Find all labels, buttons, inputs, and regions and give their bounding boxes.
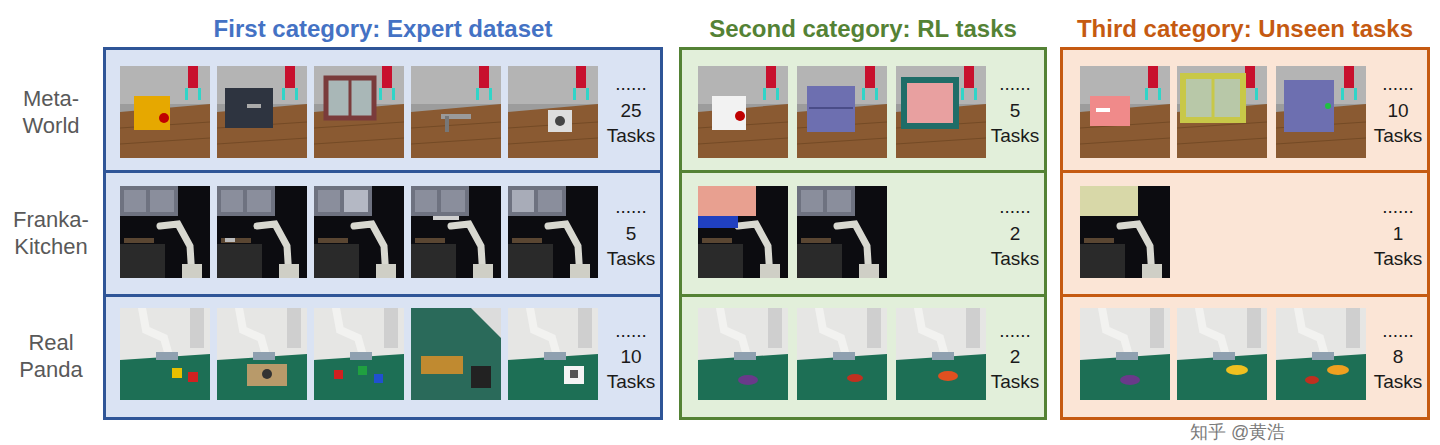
panel-title-holder: Third category: Unseen tasks: [1060, 14, 1430, 44]
task-count-column: ......25 Tasks: [604, 50, 658, 170]
category-title: Second category: RL tasks: [709, 15, 1017, 43]
task-thumbnail: [797, 186, 887, 278]
ellipsis-text: ......: [604, 72, 658, 97]
task-thumbnail: [120, 308, 210, 400]
ellipsis-text: ......: [1371, 195, 1425, 220]
task-row-cell: ......10 Tasks: [1060, 47, 1430, 173]
panel-ground: [103, 47, 663, 420]
task-count: 10 Tasks: [1371, 99, 1425, 148]
task-count-column: ......5 Tasks: [604, 173, 658, 293]
task-count-column: ......5 Tasks: [988, 50, 1042, 170]
task-count: 2 Tasks: [988, 345, 1042, 394]
task-row-cell: ......2 Tasks: [679, 294, 1047, 420]
task-row-cell: ......25 Tasks: [103, 47, 663, 173]
row-label: Real Panda: [2, 329, 100, 384]
task-thumbnail: [508, 186, 598, 278]
task-thumbnail: [314, 308, 404, 400]
task-row-cell: ......5 Tasks: [679, 47, 1047, 173]
task-thumbnail: [797, 308, 887, 400]
task-thumbnail: [896, 308, 986, 400]
task-thumbnail: [217, 66, 307, 158]
row-label: Meta-World: [2, 85, 100, 140]
task-row-cell: ......5 Tasks: [103, 170, 663, 296]
row-label: Franka-Kitchen: [2, 206, 100, 261]
task-count: 8 Tasks: [1371, 345, 1425, 394]
task-thumbnail: [120, 186, 210, 278]
task-row-cell: ......2 Tasks: [679, 170, 1047, 296]
panel-title-holder: First category: Expert dataset: [103, 14, 663, 44]
ellipsis-text: ......: [988, 195, 1042, 220]
ellipsis-text: ......: [988, 72, 1042, 97]
task-count: 25 Tasks: [604, 99, 658, 148]
task-count-column: ......8 Tasks: [1371, 297, 1425, 417]
task-thumbnail: [1080, 186, 1170, 278]
task-count-column: ......10 Tasks: [1371, 50, 1425, 170]
ellipsis-text: ......: [1371, 319, 1425, 344]
task-thumbnail: [411, 186, 501, 278]
task-thumbnail: [1177, 308, 1267, 400]
task-row-cell: ......10 Tasks: [103, 294, 663, 420]
category-title: Third category: Unseen tasks: [1077, 15, 1413, 43]
row-label-holder: Franka-Kitchen: [2, 183, 100, 283]
task-thumbnail: [1276, 308, 1366, 400]
task-thumbnail: [508, 308, 598, 400]
category-panel: First category: Expert dataset......25 T…: [103, 47, 663, 420]
row-label-holder: Real Panda: [2, 306, 100, 406]
task-thumbnail: [797, 66, 887, 158]
task-row-cell: ......1 Tasks: [1060, 170, 1430, 296]
task-thumbnail: [1080, 66, 1170, 158]
ellipsis-text: ......: [1371, 72, 1425, 97]
task-thumbnail: [411, 308, 501, 400]
category-title: First category: Expert dataset: [214, 15, 553, 43]
task-count: 1 Tasks: [1371, 222, 1425, 271]
task-thumbnail: [120, 66, 210, 158]
task-count-column: ......10 Tasks: [604, 297, 658, 417]
ellipsis-text: ......: [604, 319, 658, 344]
panel-ground: [679, 47, 1047, 420]
task-thumbnail: [314, 66, 404, 158]
panel-title-holder: Second category: RL tasks: [679, 14, 1047, 44]
ellipsis-text: ......: [988, 319, 1042, 344]
task-count: 5 Tasks: [988, 99, 1042, 148]
task-thumbnail: [1276, 66, 1366, 158]
task-thumbnail: [896, 66, 986, 158]
task-count-column: ......2 Tasks: [988, 173, 1042, 293]
task-thumbnail: [1080, 308, 1170, 400]
watermark-holder: 知乎 @黄浩: [1190, 422, 1285, 442]
task-count: 2 Tasks: [988, 222, 1042, 271]
task-thumbnail: [698, 308, 788, 400]
task-row-cell: ......8 Tasks: [1060, 294, 1430, 420]
task-count: 5 Tasks: [604, 222, 658, 271]
task-thumbnail: [217, 186, 307, 278]
category-panel: Second category: RL tasks......5 Tasks..…: [679, 47, 1047, 420]
task-thumbnail: [217, 308, 307, 400]
task-count: 10 Tasks: [604, 345, 658, 394]
task-thumbnail: [698, 186, 788, 278]
task-thumbnail: [411, 66, 501, 158]
task-thumbnail: [508, 66, 598, 158]
task-count-column: ......1 Tasks: [1371, 173, 1425, 293]
task-thumbnail: [698, 66, 788, 158]
watermark: 知乎 @黄浩: [1190, 422, 1285, 442]
task-thumbnail: [314, 186, 404, 278]
category-panel: Third category: Unseen tasks......10 Tas…: [1060, 47, 1430, 420]
row-label-holder: Meta-World: [2, 62, 100, 162]
task-thumbnail: [1177, 66, 1267, 158]
panel-ground: [1060, 47, 1430, 420]
task-count-column: ......2 Tasks: [988, 297, 1042, 417]
ellipsis-text: ......: [604, 195, 658, 220]
